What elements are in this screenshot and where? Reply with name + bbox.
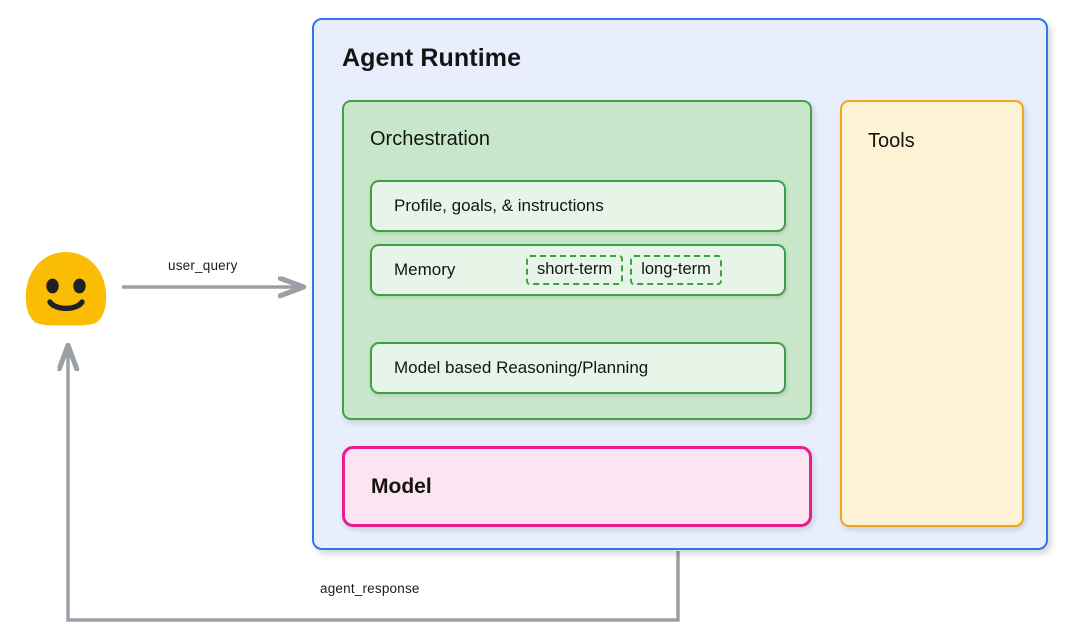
orchestration-panel[interactable]: Orchestration Profile, goals, & instruct… — [342, 100, 812, 420]
avatar-smile — [47, 299, 85, 312]
memory-chip-long-term[interactable]: long-term — [630, 255, 722, 285]
tools-title: Tools — [868, 130, 915, 152]
agent-runtime-panel[interactable]: Agent Runtime Orchestration Profile, goa… — [312, 18, 1048, 550]
flow-label-user-query: user_query — [168, 258, 238, 273]
user-smiley-icon — [25, 252, 107, 326]
orchestration-row-memory-label: Memory — [394, 260, 456, 279]
orchestration-row-profile[interactable]: Profile, goals, & instructions — [370, 180, 786, 232]
orchestration-title: Orchestration — [370, 128, 491, 150]
memory-chip-short-term[interactable]: short-term — [526, 255, 624, 285]
model-title: Model — [371, 474, 432, 498]
orchestration-row-profile-label: Profile, goals, & instructions — [394, 196, 604, 215]
memory-chip-group: short-term long-term — [526, 246, 722, 294]
model-panel[interactable]: Model — [342, 446, 812, 527]
flow-label-agent-response: agent_response — [320, 581, 420, 596]
tools-panel[interactable]: Tools — [840, 100, 1024, 527]
orchestration-row-memory[interactable]: Memory short-term long-term — [370, 244, 786, 296]
avatar-eye-left — [46, 278, 59, 294]
agent-runtime-title: Agent Runtime — [342, 44, 522, 72]
avatar-eye-right — [73, 278, 86, 294]
orchestration-row-reasoning-label: Model based Reasoning/Planning — [394, 358, 649, 377]
orchestration-row-reasoning[interactable]: Model based Reasoning/Planning — [370, 342, 786, 394]
